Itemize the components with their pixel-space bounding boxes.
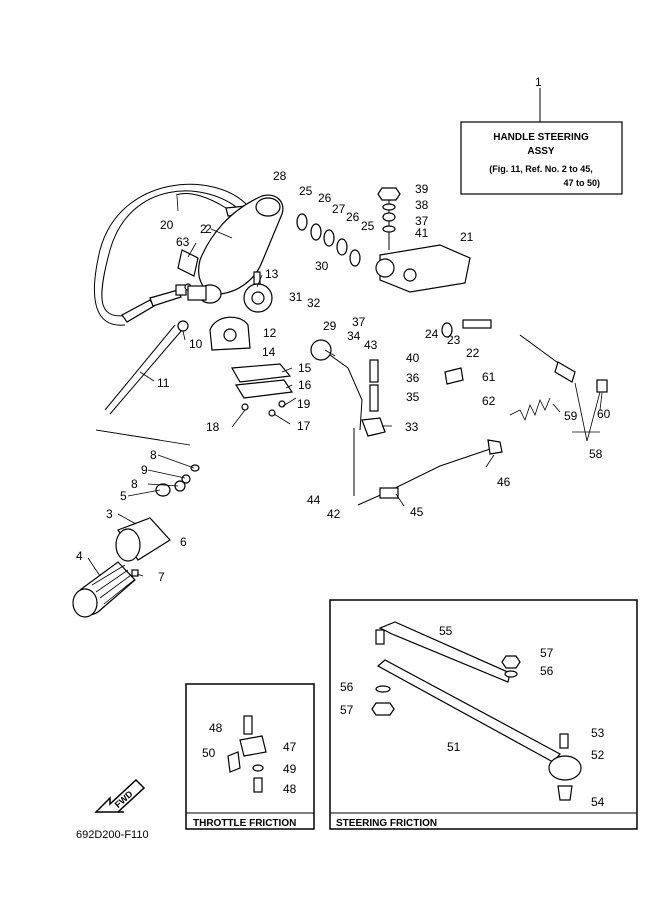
label-56a: 56 [540,664,554,678]
label-18: 18 [206,420,220,434]
label-58: 58 [589,447,603,461]
label-43: 43 [364,338,378,352]
friction-plates [231,363,294,417]
label-27: 27 [332,202,346,216]
control-lever [310,339,386,437]
gear-assembly [209,271,273,351]
label-8b: 8 [131,477,138,491]
tiller-rod [104,320,189,415]
throttle-friction-title: THROTTLE FRICTION [193,818,296,829]
leader-lines [87,195,603,577]
label-47: 47 [283,740,297,754]
label-14: 14 [262,345,276,359]
link-rod [353,428,503,506]
label-25b: 25 [361,219,375,233]
fwd-arrow-icon: FWD [94,778,146,813]
label-2: 2 [205,222,212,236]
label-51: 51 [447,740,461,754]
label-26b: 26 [346,210,360,224]
label-21: 21 [460,230,474,244]
label-8a: 8 [150,448,157,462]
label-62: 62 [482,394,496,408]
label-13: 13 [265,267,279,281]
label-22: 22 [466,346,480,360]
label-54: 54 [591,795,605,809]
label-12: 12 [263,326,277,340]
title-line-4: 47 to 50) [563,178,600,188]
label-6: 6 [180,535,187,549]
washer-stack [296,213,361,267]
label-26a: 26 [318,191,332,205]
label-29: 29 [323,319,337,333]
bracket-21 [375,244,471,293]
steering-friction-title: STEERING FRICTION [336,818,437,829]
label-10: 10 [189,337,203,351]
label-9: 9 [141,463,148,477]
label-46: 46 [497,475,511,489]
label-61: 61 [482,370,496,384]
title-line-1: HANDLE STEERING [493,132,589,143]
label-40: 40 [406,351,420,365]
label-36: 36 [406,371,420,385]
title-line-2: ASSY [527,146,555,157]
label-17: 17 [297,419,311,433]
label-37a: 37 [415,214,429,228]
label-38: 38 [415,198,429,212]
label-20: 20 [160,218,174,232]
label-42: 42 [327,507,341,521]
label-44: 44 [307,493,321,507]
label-55: 55 [439,624,453,638]
label-37b: 37 [352,315,366,329]
label-7: 7 [158,570,165,584]
throttle-grip-assembly [72,464,200,618]
label-52: 52 [591,748,605,762]
label-33: 33 [405,420,419,434]
label-5: 5 [120,489,127,503]
label-25a: 25 [299,184,313,198]
label-48a: 48 [209,721,223,735]
label-3: 3 [106,507,113,521]
label-15: 15 [298,361,312,375]
label-57b: 57 [340,703,354,717]
part-number-labels: 2 3 4 5 6 7 8 8 9 10 11 12 13 14 15 16 1… [76,169,611,809]
label-63: 63 [176,235,190,249]
svg-text:2: 2 [200,222,207,236]
spring-cable [441,319,608,422]
diagram-code: 692D200-F110 [76,829,149,841]
label-41: 41 [415,226,429,240]
label-23: 23 [447,333,461,347]
title-line-3: (Fig. 11, Ref. No. 2 to 45, [489,164,593,174]
label-35: 35 [406,390,420,404]
label-45: 45 [410,505,424,519]
label-56b: 56 [340,680,354,694]
label-11: 11 [157,376,170,390]
label-4: 4 [76,549,83,563]
handle-body: 2 [177,194,284,304]
label-31: 31 [289,290,303,304]
label-30: 30 [315,259,329,273]
steering-friction-frame: STEERING FRICTION [329,599,638,830]
throttle-friction-frame: THROTTLE FRICTION [185,683,315,830]
label-57a: 57 [540,646,554,660]
title-box-number: 1 [535,75,542,89]
label-53: 53 [591,726,605,740]
title-box: 1 HANDLE STEERING ASSY (Fig. 11, Ref. No… [460,75,623,195]
label-48b: 48 [283,782,297,796]
label-24: 24 [425,327,439,341]
label-39: 39 [415,182,429,196]
label-60: 60 [597,407,611,421]
label-34: 34 [347,329,361,343]
nut-stack [377,187,401,250]
label-16: 16 [298,378,312,392]
label-32: 32 [307,296,321,310]
label-59: 59 [564,409,578,423]
label-49: 49 [283,762,297,776]
label-28: 28 [273,169,287,183]
label-19: 19 [297,397,311,411]
label-50: 50 [202,746,216,760]
